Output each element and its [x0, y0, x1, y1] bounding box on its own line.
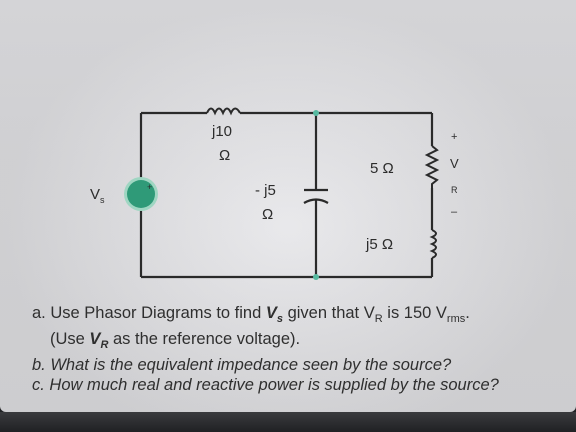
capacitor-icon	[303, 188, 329, 204]
problem-a-period: .	[465, 304, 470, 322]
inductor-top-value: j10	[211, 123, 232, 140]
inductor-top-icon	[206, 107, 241, 116]
vr-r: R	[451, 185, 458, 195]
problem-a-vs: V	[265, 304, 277, 322]
inductor-right-icon	[429, 229, 437, 259]
capacitor-value: - j5	[255, 182, 276, 199]
problem-a2-open: (Use	[50, 330, 90, 348]
wires	[139, 111, 434, 279]
node-bottom	[313, 274, 319, 280]
voltage-source-icon	[124, 177, 158, 211]
source-plus-sign: +	[147, 182, 152, 192]
monitor-bezel	[0, 412, 576, 432]
resistor-icon	[424, 145, 440, 188]
inductor-right-value: j5 Ω	[365, 236, 393, 253]
problem-a-line2: (Use VR as the reference voltage).	[32, 329, 572, 355]
vr-v: V	[450, 156, 459, 171]
problem-c: c. How much real and reactive power is s…	[32, 376, 499, 394]
capacitor-unit: Ω	[262, 206, 273, 223]
monitor-screen	[0, 0, 576, 412]
problem-a2-vr: V	[89, 330, 101, 348]
problem-a2-rest: as the reference voltage).	[108, 330, 301, 348]
source-label: V	[90, 186, 100, 203]
problem-a-vr-sub: R	[374, 313, 383, 325]
problem-a-prefix: a. Use Phasor Diagrams to find	[32, 304, 266, 322]
problem-text: a. Use Phasor Diagrams to find Vs given …	[32, 303, 572, 395]
resistor-value: 5 Ω	[370, 160, 394, 177]
problem-a-suffix: is 150 V	[382, 304, 447, 322]
problem-a: a. Use Phasor Diagrams to find Vs given …	[32, 303, 572, 329]
node-top	[313, 110, 319, 116]
problem-b: b. What is the equivalent impedance seen…	[32, 356, 452, 374]
problem-a2-vr-sub: R	[100, 339, 109, 351]
vr-minus: –	[451, 206, 458, 218]
problem-a-vs-sub: s	[276, 313, 283, 325]
inductor-top-unit: Ω	[219, 147, 230, 164]
problem-a-mid: given that V	[283, 304, 375, 322]
vr-plus: +	[451, 131, 457, 143]
problem-a-rms-sub: rms	[446, 313, 466, 325]
source-label-subscript: s	[100, 195, 105, 205]
